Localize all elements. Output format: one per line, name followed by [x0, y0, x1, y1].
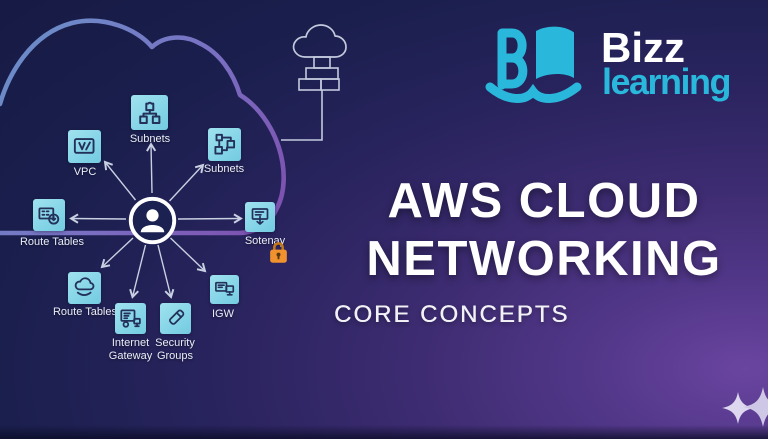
vpc-cloud-outline-icon: [0, 18, 286, 236]
title-block: AWS CLOUD NETWORKING CORE CONCEPTS: [334, 172, 754, 329]
node-label: Route Tables: [19, 236, 84, 248]
node-route-tables-left: [33, 199, 65, 231]
vpc-icon: [74, 138, 95, 155]
node-label: Internet Gateway: [108, 337, 153, 363]
node-label: Route Tables: [52, 306, 117, 318]
security-groups-icon: [169, 309, 185, 325]
brand-name-line2: learning: [602, 61, 732, 102]
internet-gateway-icon: [120, 309, 141, 328]
title-line2: NETWORKING: [366, 232, 722, 286]
title-subtitle: CORE CONCEPTS: [334, 301, 570, 328]
node-internet-gateway: [115, 303, 146, 334]
network-stack-icon: [298, 56, 340, 91]
node-label: VPC: [73, 166, 97, 178]
user-icon: [127, 195, 178, 246]
node-route-tables-bottom: [68, 272, 101, 304]
route-table-icon: [38, 207, 60, 225]
brand-name-line1: Bizz: [601, 24, 685, 71]
title-line1: AWS CLOUD: [387, 174, 701, 228]
open-book-icon: [485, 26, 582, 103]
node-subnets-top: [131, 95, 168, 130]
node-label: Sotenay: [244, 235, 286, 247]
node-gateway-right: [245, 202, 275, 232]
node-label: Subnets: [129, 133, 171, 145]
igw-icon: [214, 281, 235, 296]
sparkle-icon: [722, 387, 768, 427]
connector-line: [281, 90, 323, 141]
node-subnets-right: [208, 128, 241, 161]
external-cloud-icon: [292, 24, 347, 58]
subnet-graph-icon: [214, 134, 236, 155]
lock-icon: [267, 240, 290, 264]
node-vpc: [68, 130, 101, 163]
node-label: Security Groups: [155, 337, 195, 363]
cloud-route-icon: [75, 277, 95, 297]
node-label: IGW: [212, 308, 234, 320]
node-label: Subnets: [203, 163, 245, 175]
radial-arrows: [69, 142, 243, 299]
subnets-icon: [138, 101, 161, 124]
node-igw: [210, 275, 239, 304]
node-security-groups: [160, 303, 191, 334]
gateway-icon: [251, 208, 269, 225]
